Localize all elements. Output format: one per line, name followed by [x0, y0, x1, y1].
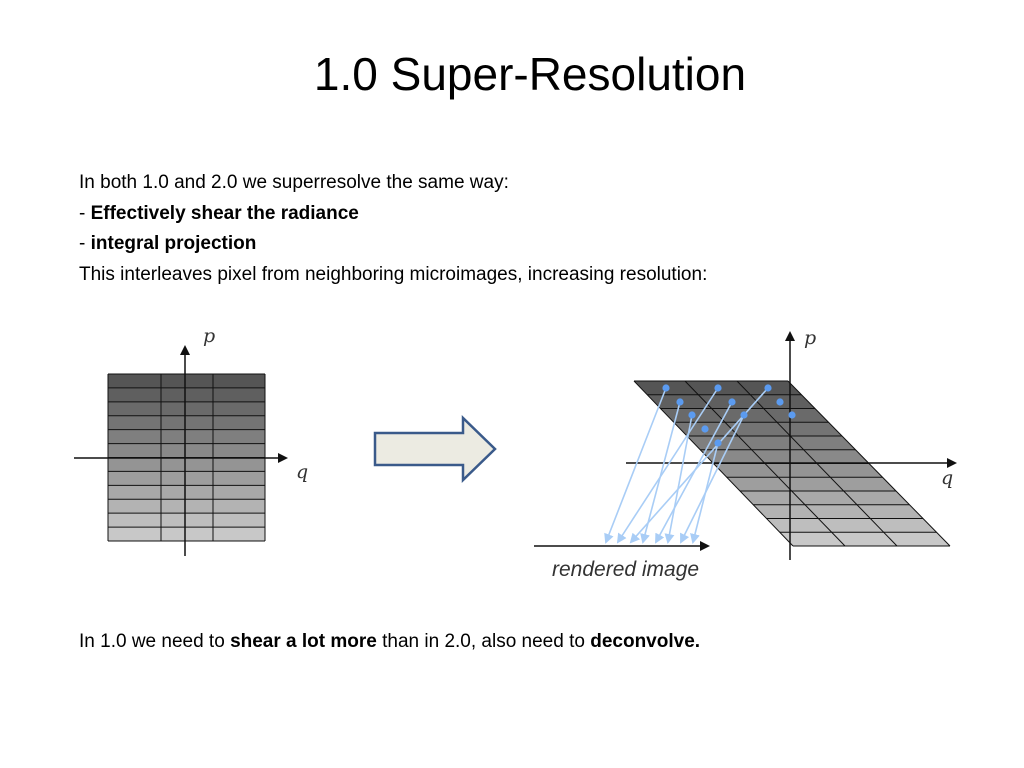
sample-dot [676, 398, 684, 406]
right-p-label: p [804, 327, 816, 349]
projection-ray [655, 401, 733, 544]
rendered-image-label: rendered image [552, 558, 699, 581]
footer-part2: than in 2.0, also need to [376, 631, 591, 652]
left-grid-row [108, 443, 265, 458]
left-p-label: p [203, 325, 215, 347]
sample-dot [728, 398, 736, 406]
right-grid-row [766, 518, 937, 533]
footer-bold-deconvolve: deconvolve. [590, 631, 701, 652]
left-grid-row [108, 513, 265, 528]
bullet-effectively-shear: - Effectively shear the radiance [79, 199, 707, 230]
left-grid-row [108, 499, 265, 514]
slide-title: 1.0 Super-Resolution [313, 48, 747, 100]
footer-line: In 1.0 we need to shear a lot more than … [79, 627, 700, 657]
projection-rays [604, 387, 769, 544]
left-grid-row [108, 401, 265, 416]
interleave-line: This interleaves pixel from neighboring … [79, 263, 708, 285]
sample-dot [662, 384, 670, 392]
sample-dots [662, 384, 796, 447]
right-radiance-grid [633, 380, 951, 547]
left-grid-row [108, 471, 265, 486]
bullet-text: integral projection [90, 233, 257, 254]
right-grid-row [713, 463, 883, 478]
sample-dot [740, 411, 748, 419]
footer-part1: In 1.0 we need to [79, 631, 231, 652]
right-grid-row [753, 504, 923, 519]
right-grid-row [740, 491, 910, 505]
projection-ray [690, 442, 719, 544]
left-grid-row [108, 374, 265, 388]
left-grid-row [108, 485, 265, 500]
left-grid-row [108, 527, 265, 541]
bullet-integral-projection: - integral projection [79, 229, 707, 260]
projection-ray [604, 387, 667, 544]
right-grid-row [673, 422, 842, 436]
left-q-label: q [296, 461, 308, 483]
sample-dot [764, 384, 772, 392]
projection-ray [640, 401, 681, 544]
slide-body: In both 1.0 and 2.0 we superresolve the … [79, 168, 707, 290]
right-grid-row [726, 477, 896, 491]
bullet-dash: - [79, 202, 91, 224]
right-axes: p q [626, 327, 957, 560]
bullet-text: Effectively shear the radiance [90, 202, 359, 224]
intro-line: In both 1.0 and 2.0 we superresolve the … [79, 172, 509, 193]
sample-dot [788, 411, 796, 419]
sample-dot [776, 398, 784, 406]
projection-ray [680, 414, 745, 544]
sample-dot [701, 425, 709, 433]
sample-dot [714, 384, 722, 392]
right-grid-row [700, 449, 869, 464]
right-q-label: q [941, 467, 953, 489]
left-axes: p q [74, 325, 308, 556]
projection-ray [616, 387, 719, 544]
transform-arrow [373, 415, 497, 483]
sample-dot [714, 439, 722, 447]
left-grid-row [108, 429, 265, 444]
projection-ray [664, 414, 693, 544]
left-grid-row [108, 387, 265, 402]
sample-dot [688, 411, 696, 419]
footer-bold-shear: shear a lot more [230, 631, 377, 652]
right-grid-row [779, 532, 950, 546]
bullet-dash: - [79, 233, 91, 254]
left-grid-row [108, 415, 265, 430]
left-grid-row [108, 457, 265, 472]
left-radiance-grid [107, 373, 266, 542]
